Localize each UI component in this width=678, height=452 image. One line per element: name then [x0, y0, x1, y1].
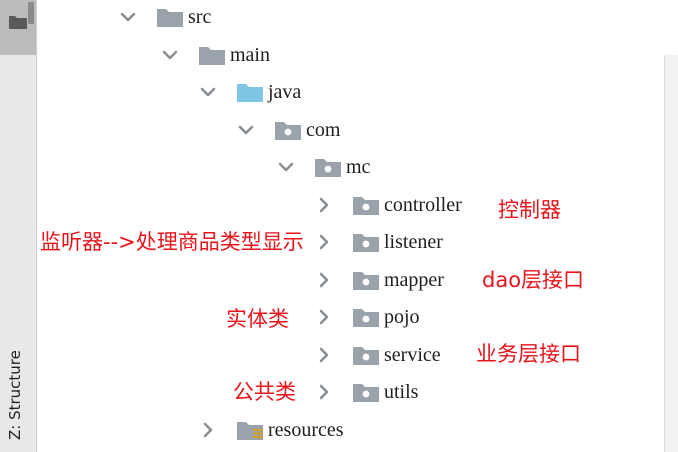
- project-tool-tab[interactable]: [0, 0, 36, 55]
- tree-label: mc: [346, 156, 371, 178]
- annotation-listener: 监听器-->处理商品类型显示: [40, 230, 304, 254]
- package-folder-icon: [352, 269, 380, 291]
- chevron-right-icon[interactable]: [314, 345, 334, 365]
- folder-blue-source-icon: [236, 81, 264, 103]
- tree-row-utils[interactable]: utils: [314, 377, 418, 407]
- tree-label: utils: [384, 381, 419, 403]
- package-folder-icon: [352, 344, 380, 366]
- chevron-down-icon[interactable]: [160, 45, 180, 65]
- tree-row-com[interactable]: com: [236, 115, 340, 145]
- chevron-down-icon[interactable]: [236, 120, 256, 140]
- tree-label: resources: [268, 419, 344, 441]
- vertical-scrollbar[interactable]: [664, 55, 678, 452]
- tree-row-src[interactable]: src: [118, 2, 211, 32]
- tab-glyph: [28, 2, 34, 24]
- tree-row-service[interactable]: service: [314, 340, 441, 370]
- tree-row-mc[interactable]: mc: [276, 152, 370, 182]
- chevron-right-icon[interactable]: [314, 270, 334, 290]
- tree-label: mapper: [384, 269, 444, 291]
- tree-label: src: [188, 6, 212, 28]
- chevron-down-icon[interactable]: [198, 82, 218, 102]
- tree-row-main[interactable]: main: [160, 40, 270, 70]
- left-tool-strip: Z: Structure: [0, 0, 37, 452]
- annotation-utils: 公共类: [233, 380, 296, 404]
- chevron-right-icon[interactable]: [314, 382, 334, 402]
- chevron-down-icon[interactable]: [118, 7, 138, 27]
- tree-label: com: [306, 119, 341, 141]
- tree-label: pojo: [384, 306, 420, 328]
- chevron-right-icon[interactable]: [314, 195, 334, 215]
- chevron-right-icon[interactable]: [314, 232, 334, 252]
- tree-row-java[interactable]: java: [198, 77, 301, 107]
- package-folder-icon: [314, 156, 342, 178]
- tree-label: main: [230, 44, 270, 66]
- tree-label: service: [384, 344, 441, 366]
- tree-label: listener: [384, 231, 443, 253]
- package-folder-icon: [352, 194, 380, 216]
- tree-label: java: [268, 81, 302, 103]
- tree-row-pojo[interactable]: pojo: [314, 302, 420, 332]
- tree-row-listener[interactable]: listener: [314, 227, 443, 257]
- package-folder-icon: [274, 119, 302, 141]
- annotation-controller: 控制器: [498, 198, 561, 222]
- tree-row-resources[interactable]: resources: [198, 415, 344, 445]
- chevron-right-icon[interactable]: [198, 420, 218, 440]
- chevron-down-icon[interactable]: [276, 157, 296, 177]
- resources-folder-icon: [236, 419, 264, 441]
- chevron-right-icon[interactable]: [314, 307, 334, 327]
- folder-gray-icon: [198, 44, 226, 66]
- annotation-pojo: 实体类: [226, 307, 289, 331]
- annotation-service: 业务层接口: [476, 342, 581, 366]
- tree-row-mapper[interactable]: mapper: [314, 265, 444, 295]
- folder-gray-icon: [156, 6, 184, 28]
- package-folder-icon: [352, 231, 380, 253]
- folder-icon: [8, 14, 28, 30]
- tree-label: controller: [384, 194, 462, 216]
- annotation-mapper: dao层接口: [482, 268, 585, 292]
- tree-row-controller[interactable]: controller: [314, 190, 462, 220]
- package-folder-icon: [352, 381, 380, 403]
- structure-tool-tab[interactable]: Z: Structure: [6, 350, 24, 440]
- package-folder-icon: [352, 306, 380, 328]
